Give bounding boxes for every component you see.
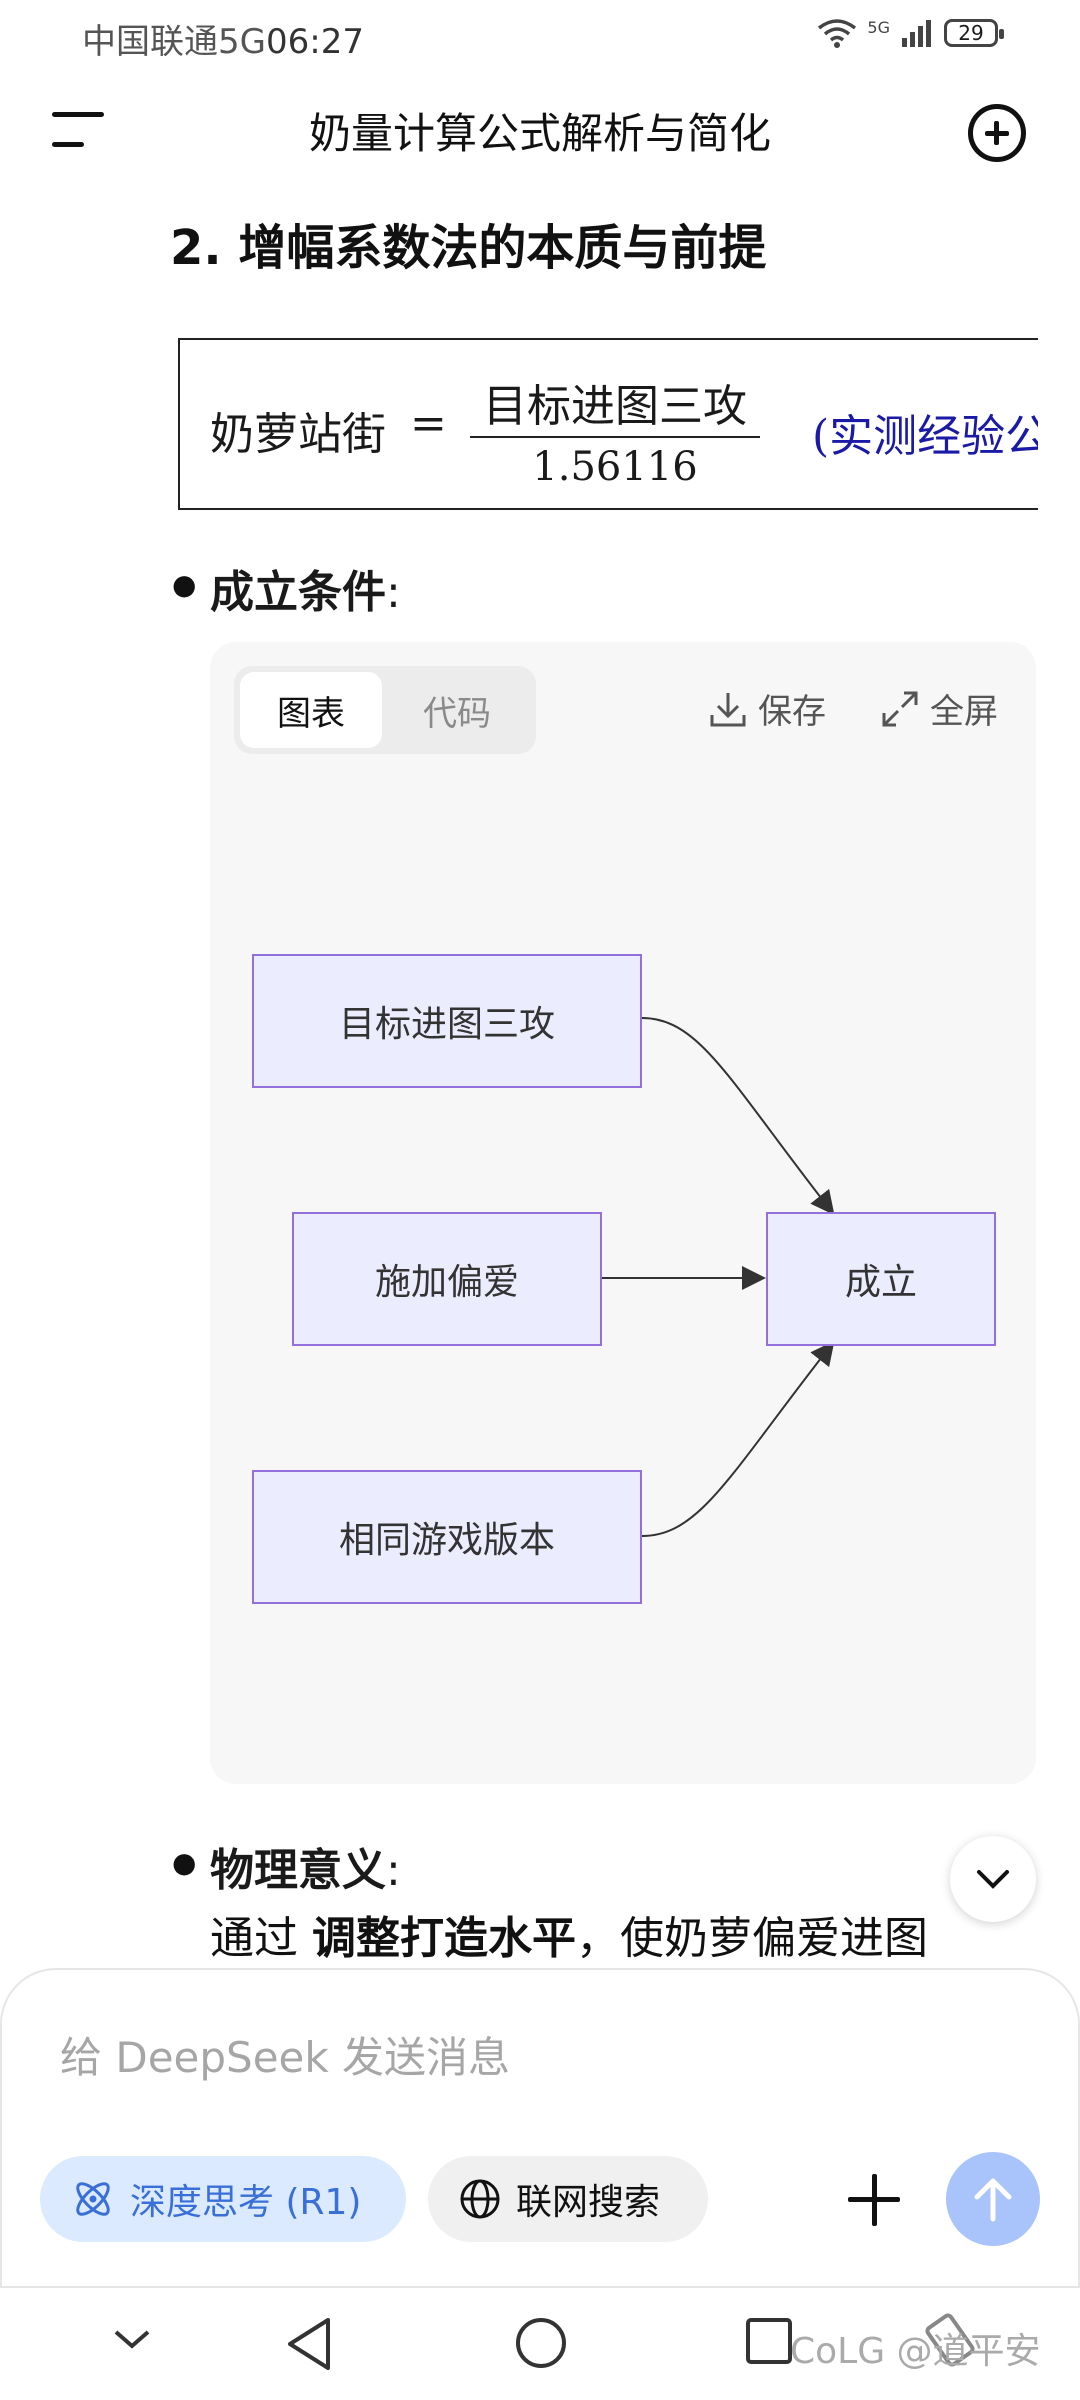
- status-bar: 中国联通5G06:27 5G 29: [0, 0, 1080, 72]
- deep-think-toggle[interactable]: 深度思考 (R1): [40, 2156, 406, 2242]
- fullscreen-button[interactable]: 全屏: [880, 684, 998, 733]
- chevron-down-icon: [114, 2330, 150, 2349]
- status-icons: 5G 29: [817, 18, 1004, 48]
- carrier-time: 中国联通5G06:27: [82, 14, 364, 63]
- bullet-meaning-label: 物理意义: [210, 1845, 386, 1896]
- home-circle-icon: [516, 2318, 566, 2368]
- wifi-icon: [818, 19, 857, 48]
- arrow-up-icon: [974, 2178, 1012, 2222]
- battery-icon: 29: [944, 19, 1004, 47]
- meaning-suffix: ，使奶萝偏爱进图: [576, 1913, 928, 1964]
- watermark: CoLG @道平安: [790, 2331, 1041, 2372]
- formula-numerator: 目标进图三攻: [483, 381, 747, 432]
- section-heading: 2. 增幅系数法的本质与前提: [170, 220, 767, 276]
- expand-icon: [882, 691, 918, 726]
- bullet-conditions: 成立条件:: [210, 556, 401, 620]
- formula-equals: =: [410, 398, 447, 449]
- download-icon: [710, 692, 746, 726]
- web-search-label: 联网搜索: [516, 2182, 661, 2223]
- tab-chart[interactable]: 图表: [240, 672, 382, 748]
- globe-icon: [460, 2179, 500, 2219]
- nav-back-button[interactable]: [284, 2316, 334, 2376]
- bullet-dot: ●: [172, 1846, 197, 1879]
- rotate-icon: [925, 2313, 975, 2367]
- formula-denominator: 1.56116: [532, 444, 698, 490]
- save-label: 保存: [758, 692, 826, 732]
- node-favor: 施加偏爱: [292, 1212, 602, 1346]
- attach-plus-icon[interactable]: [844, 2164, 904, 2234]
- meaning-prefix: 通过: [210, 1913, 312, 1964]
- bullet-conditions-label: 成立条件: [210, 567, 386, 618]
- flow-arrows: [602, 1017, 835, 1537]
- nav-recents-button[interactable]: [744, 2316, 794, 2370]
- fullscreen-label: 全屏: [930, 692, 998, 732]
- system-nav-bar: CoLG @道平安: [0, 2288, 1080, 2400]
- node-target-attack: 目标进图三攻: [252, 954, 642, 1088]
- formula-block: 奶萝站街 = 目标进图三攻 1.56116 (实测经验公: [178, 338, 1038, 510]
- network-type: 5G: [867, 18, 890, 37]
- recents-square-icon: [746, 2318, 792, 2364]
- carrier-name: 中国联通5G: [82, 22, 266, 62]
- arrow-target-to-result: [641, 1017, 835, 1216]
- page-title: 奶量计算公式解析与简化: [308, 109, 771, 158]
- nav-home-button[interactable]: [514, 2316, 568, 2374]
- tab-code[interactable]: 代码: [423, 693, 491, 734]
- diagram-card: 图表 代码 保存 全屏 目标进图三攻 施加偏爱 相同游戏版本 成立: [210, 642, 1036, 1784]
- formula-lhs: 奶萝站街: [210, 409, 386, 460]
- back-triangle-icon: [288, 2318, 330, 2370]
- nav-hide-button[interactable]: [110, 2324, 154, 2358]
- send-button[interactable]: [946, 2152, 1040, 2246]
- view-switch: 图表 代码: [234, 666, 536, 754]
- arrow-version-to-result: [641, 1340, 835, 1537]
- bullet-meaning: 物理意义:: [210, 1834, 401, 1898]
- battery-level: 29: [958, 21, 984, 45]
- deep-think-label: 深度思考 (R1): [130, 2182, 362, 2223]
- bullet-meaning-colon: :: [386, 1845, 401, 1896]
- scroll-down-button[interactable]: [950, 1836, 1036, 1922]
- signal-icon: [902, 20, 931, 47]
- fraction-bar: [470, 436, 760, 438]
- chevron-down-icon: [977, 1870, 1009, 1889]
- web-search-toggle[interactable]: 联网搜索: [428, 2156, 708, 2242]
- clock: 06:27: [265, 22, 364, 62]
- menu-icon[interactable]: [52, 112, 108, 152]
- message-composer: 给 DeepSeek 发送消息 深度思考 (R1) 联网搜索: [0, 1968, 1080, 2288]
- node-result: 成立: [766, 1212, 996, 1346]
- new-chat-icon[interactable]: [968, 104, 1026, 162]
- node-same-version: 相同游戏版本: [252, 1470, 642, 1604]
- bullet-conditions-colon: :: [386, 567, 401, 618]
- message-input[interactable]: 给 DeepSeek 发送消息: [60, 2033, 511, 2082]
- save-button[interactable]: 保存: [708, 684, 826, 733]
- formula-note: (实测经验公: [812, 411, 1038, 462]
- meaning-bold: 调整打造水平: [312, 1913, 576, 1964]
- rotate-screen-button[interactable]: [920, 2310, 980, 2374]
- atom-icon: [76, 2182, 110, 2216]
- meaning-text: 通过 调整打造水平，使奶萝偏爱进图: [210, 1902, 928, 1966]
- bullet-dot: ●: [172, 568, 197, 601]
